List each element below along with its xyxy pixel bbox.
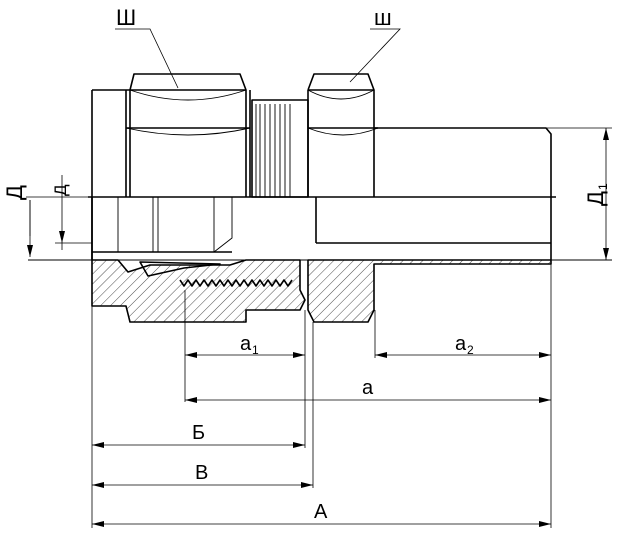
label-A-cyr: А (314, 501, 328, 523)
label-D1-subscript: 1 (596, 183, 610, 190)
label-a2-subscript: 2 (467, 343, 474, 357)
section-view (91, 259, 552, 323)
label-a1: a (240, 333, 252, 355)
label-B-cyr: Б (192, 422, 205, 444)
label-D-small: Д (51, 184, 70, 196)
dimension-a2 (375, 352, 551, 358)
body-section (307, 259, 552, 323)
large-union-nut (125, 73, 251, 197)
label-D1: Д (583, 191, 608, 206)
dimension-A-cyr (92, 521, 551, 527)
small-hex (307, 73, 379, 197)
ferrule-section (139, 261, 221, 277)
label-a: a (362, 377, 374, 399)
body-left-sleeve (91, 89, 131, 260)
section-thread (179, 279, 293, 287)
label-V-cyr: В (195, 462, 208, 484)
extension-lines (91, 264, 552, 528)
dimension-B-cyr (92, 442, 305, 448)
dimension-a (185, 397, 551, 403)
label-wrench-small: ш (374, 5, 392, 30)
label-a2: a (455, 333, 467, 355)
dimension-a1 (185, 352, 305, 358)
dimension-D1 (546, 127, 612, 261)
tube-stub (374, 127, 552, 197)
label-D: Д (2, 185, 27, 200)
external-thread (251, 99, 309, 198)
external-view (88, 73, 556, 260)
dimension-V-cyr (92, 482, 313, 488)
leader-lines (115, 28, 401, 89)
label-a1-subscript: 1 (252, 343, 259, 357)
nut-section (91, 259, 306, 323)
bore-view (28, 197, 612, 261)
dimension-D (26, 175, 92, 257)
label-wrench-large: Ш (116, 5, 136, 30)
